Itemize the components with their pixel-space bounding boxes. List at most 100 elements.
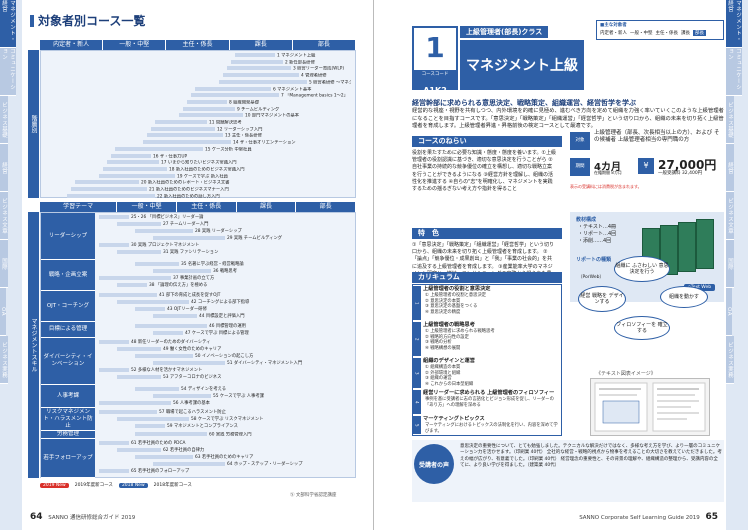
course-item[interactable]: 22 新入社員のための話し方入門 <box>45 193 351 201</box>
course-item[interactable]: 8 組織開発基礎 <box>45 99 351 107</box>
course-item[interactable]: 54 ディザインを考える <box>99 386 351 393</box>
course-item[interactable]: 7 「Management basics 1～2」 <box>45 93 351 100</box>
course-item[interactable]: 41 部下の育成と成長を促すOJT <box>99 292 351 299</box>
course-item[interactable]: 19 ケースで学ぶ 新入社員 <box>45 173 351 181</box>
course-item[interactable]: 3 経営リーダー育成(WLP) <box>45 66 351 73</box>
course-item[interactable]: 65 若手社員のフォローアップ <box>99 468 351 475</box>
course-item[interactable]: 38 「論理の伝え方」を極める <box>99 282 351 289</box>
course-item[interactable]: 53 アフターコロナのビジネス <box>99 374 351 381</box>
course-item[interactable]: 14 ザ・仕事オリエンテーション <box>45 140 351 147</box>
course-item[interactable]: 55 ケースで学ぶ 人事考課 <box>99 393 351 400</box>
course-item[interactable]: 57 職場で起こるハラスメント防止 <box>99 409 351 416</box>
course-item[interactable]: 13 主任・係長研修 <box>45 133 351 140</box>
course-item[interactable]: 25・26 「目標ビジネス」リーダー論 <box>99 214 351 221</box>
side-tab[interactable]: 国際 <box>726 240 734 288</box>
course-item[interactable]: 11 問題解決思考 <box>45 120 351 127</box>
course-item[interactable]: 29 実践 チームビルディング <box>99 235 351 242</box>
side-tab[interactable]: ビジネス基礎 <box>726 96 734 144</box>
course-item[interactable]: 46 目標管理の運用 <box>99 323 351 330</box>
course-item[interactable]: 56 人事考課の基本 <box>99 400 351 407</box>
course-item[interactable]: 20 新入社員のためのレポート・ビジネス文書 <box>45 180 351 187</box>
kit-items: ・テキスト…4冊 ・リポート…4回 ・添削……4回 <box>578 224 616 245</box>
level-col: 部長 <box>296 202 356 212</box>
course-item[interactable]: 49 働く女性のためのキャリア <box>99 346 351 353</box>
level-range-bar <box>155 120 207 125</box>
theme-label: 若手フォローアップ <box>41 439 95 478</box>
etext-button[interactable]: eText Web <box>684 284 716 291</box>
course-label: 51 ダイバーシティ・マネジメント入門 <box>227 361 303 366</box>
course-item[interactable]: 18 新入社員のためのビジネス常識入門 <box>45 166 351 174</box>
course-item[interactable]: 42 コーチングによる部下指導 <box>99 299 351 306</box>
price-note: 表示の受講料には消費税が含まれます。 <box>570 184 642 189</box>
side-tab[interactable]: マネジメント・経営 <box>0 0 16 48</box>
course-item[interactable]: 36 戦略思考 <box>99 268 351 275</box>
level-range-bar <box>153 268 211 273</box>
course-item[interactable]: 48 新任リーダーのためのダイバーシティ <box>99 339 351 346</box>
course-item[interactable]: 31 実践 ファシリテーション <box>99 249 351 256</box>
level: 主任・係長 <box>655 31 679 36</box>
course-label: 14 ザ・仕事オリエンテーション <box>233 140 296 146</box>
course-item[interactable]: 1 マネジメント上級 <box>45 53 351 60</box>
course-code: コースコード A1K2 <box>412 72 458 95</box>
course-item[interactable]: 27 チームリーダー入門 <box>99 221 351 228</box>
course-item[interactable]: 50 イノベーションの起こし方 <box>99 353 351 360</box>
course-item[interactable]: 63 若手社員のためのキャリア <box>99 454 351 461</box>
course-item[interactable]: 21 新入社員のためのビジネスマナー入門 <box>45 187 351 194</box>
course-label: 44 目標設定と評価入門 <box>199 314 245 319</box>
course-label: 13 主任・係長研修 <box>225 133 262 139</box>
unit-topic: ① 上級管理者に求められる戦略思考 <box>425 329 495 334</box>
course-number: 1 <box>412 26 458 72</box>
course-item[interactable]: 58 ケースで学ぶ リスクマネジメント <box>99 416 351 423</box>
side-tab[interactable]: OA <box>0 288 6 336</box>
course-item[interactable]: 16 ザ・仕事力UP <box>45 153 351 161</box>
kit-item: ・テキスト…4冊 <box>578 224 617 230</box>
course-item[interactable]: 43 OJTリーダー研修 <box>99 306 351 313</box>
course-item[interactable]: 6 マネジメント基本 <box>45 86 351 94</box>
course-item[interactable]: 61 若手社員のための PDCA <box>99 440 351 447</box>
course-label: 11 問題解決思考 <box>209 120 242 126</box>
code-label: コースコード <box>421 72 449 77</box>
course-item[interactable]: 37 事業計画の立て方 <box>99 275 351 282</box>
level-col: 一般・中堅 <box>103 40 167 50</box>
course-item[interactable]: 64 ホップ・ステップ・リーダーシップ <box>99 461 351 468</box>
course-item[interactable]: 2 新任部長研修 <box>45 59 351 67</box>
course-item[interactable]: 28 実践 リーダーシップ <box>99 228 351 235</box>
side-tab[interactable]: 経営 <box>0 144 8 192</box>
side-tab[interactable]: ビジネス文章 <box>0 192 8 240</box>
side-tab[interactable]: 国際 <box>0 240 8 288</box>
side-tab[interactable]: OA <box>726 288 732 336</box>
course-item[interactable]: 62 若手社員の自律力 <box>99 447 351 454</box>
course-item[interactable]: 30 実践 プロジェクトマネジメント <box>99 242 351 249</box>
level-range-bar <box>135 423 165 428</box>
side-tab[interactable]: ビジネス実務 <box>0 336 8 384</box>
course-list: 60 実践 労務管理入門 <box>99 432 351 439</box>
theme-label: 戦略・企画立案 <box>41 260 95 291</box>
side-tab[interactable]: ビジネス文章 <box>726 192 734 240</box>
course-item[interactable]: 9 チームビルディング <box>45 106 351 114</box>
course-item[interactable]: 47 ケースで学ぶ 目標による管理 <box>99 330 351 337</box>
course-item[interactable]: 15 ケース分析 中堅社員 <box>45 146 351 154</box>
level-range-bar <box>191 93 279 98</box>
course-item[interactable]: 44 目標設定と評価入門 <box>99 313 351 320</box>
course-item[interactable]: 5 経営者研修 ～マネジメント革新～ <box>45 79 351 87</box>
course-item[interactable]: 51 ダイバーシティ・マネジメント入門 <box>99 360 351 367</box>
course-item[interactable]: 10 部門マネジメントの基本 <box>45 113 351 120</box>
side-tab[interactable]: ビジネス実務 <box>726 336 734 384</box>
side-tab[interactable]: 経営 <box>726 144 734 192</box>
course-item[interactable]: 35 名著に学ぶ経営・経営戦略論 <box>99 261 351 268</box>
side-tab[interactable]: コミュニケーション <box>0 48 16 96</box>
course-item[interactable]: 59 マネジメントとコンプライアンス <box>99 423 351 430</box>
aim-text: 役割を果たすために必要な知識・態度・態度を養います。①上級管理者の役割認識に基づ… <box>412 150 556 193</box>
side-tab[interactable]: マネジメント・経営 <box>726 0 742 48</box>
course-item[interactable]: 17 いまから知りたいビジネス常識入門 <box>45 160 351 167</box>
course-item[interactable]: 60 実践 労務管理入門 <box>99 432 351 439</box>
diagram-bubble: 組織を動かす <box>660 286 708 308</box>
side-tab[interactable]: コミュニケーション <box>726 48 742 96</box>
course-item[interactable]: 52 多様な人材を活かすマネジメント <box>99 367 351 374</box>
side-tab[interactable]: ビジネス基礎 <box>0 96 8 144</box>
course-item[interactable]: 4 管理者研修 <box>45 73 351 80</box>
course-item[interactable]: 12 リーダーシップ入門 <box>45 126 351 134</box>
